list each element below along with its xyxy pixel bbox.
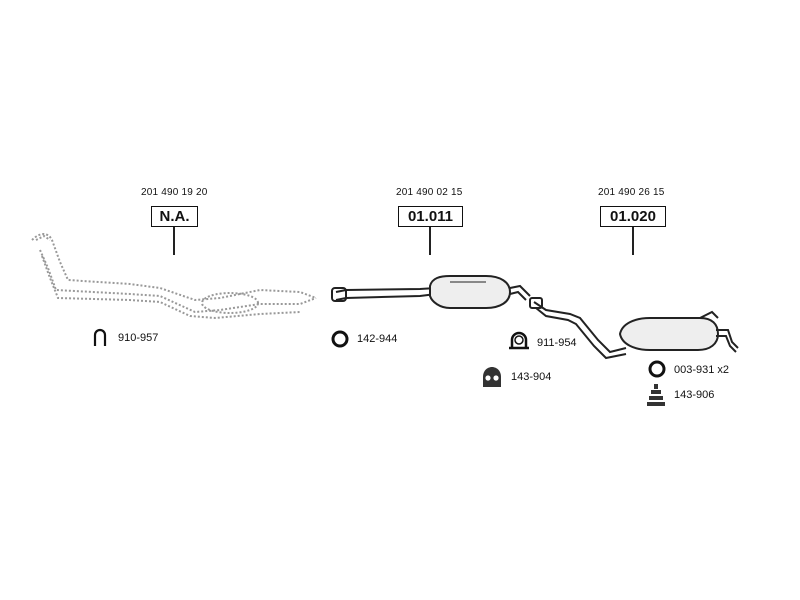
front-pipe-dashed [31, 233, 317, 320]
leader-line-1 [173, 227, 175, 255]
article-code-3[interactable]: 01.020 [600, 206, 666, 227]
middle-silencer [331, 275, 531, 309]
u-clamp-icon [93, 328, 107, 346]
ring-gasket-icon [648, 360, 666, 378]
part-911-954[interactable]: 911-954 [537, 337, 577, 349]
leader-line-3 [632, 227, 634, 255]
article-code-2[interactable]: 01.011 [398, 206, 463, 227]
pipe-clamp-icon [509, 331, 529, 350]
rubber-hanger-icon [483, 367, 501, 387]
part-142-944[interactable]: 142-944 [357, 333, 398, 345]
part-003-931[interactable]: 003-931 x2 [674, 364, 730, 376]
oem-number-3: 201 490 26 15 [598, 187, 665, 198]
rubber-mount-icon [647, 384, 665, 406]
article-code-1[interactable]: N.A. [151, 206, 198, 227]
oem-number-1: 201 490 19 20 [141, 187, 208, 198]
leader-line-2 [429, 227, 431, 255]
part-143-906[interactable]: 143-906 [674, 389, 715, 401]
oem-number-2: 201 490 02 15 [396, 187, 463, 198]
ring-gasket-icon [331, 330, 349, 348]
part-143-904[interactable]: 143-904 [511, 371, 552, 383]
rear-silencer [529, 297, 739, 360]
part-910-957[interactable]: 910-957 [118, 332, 159, 344]
